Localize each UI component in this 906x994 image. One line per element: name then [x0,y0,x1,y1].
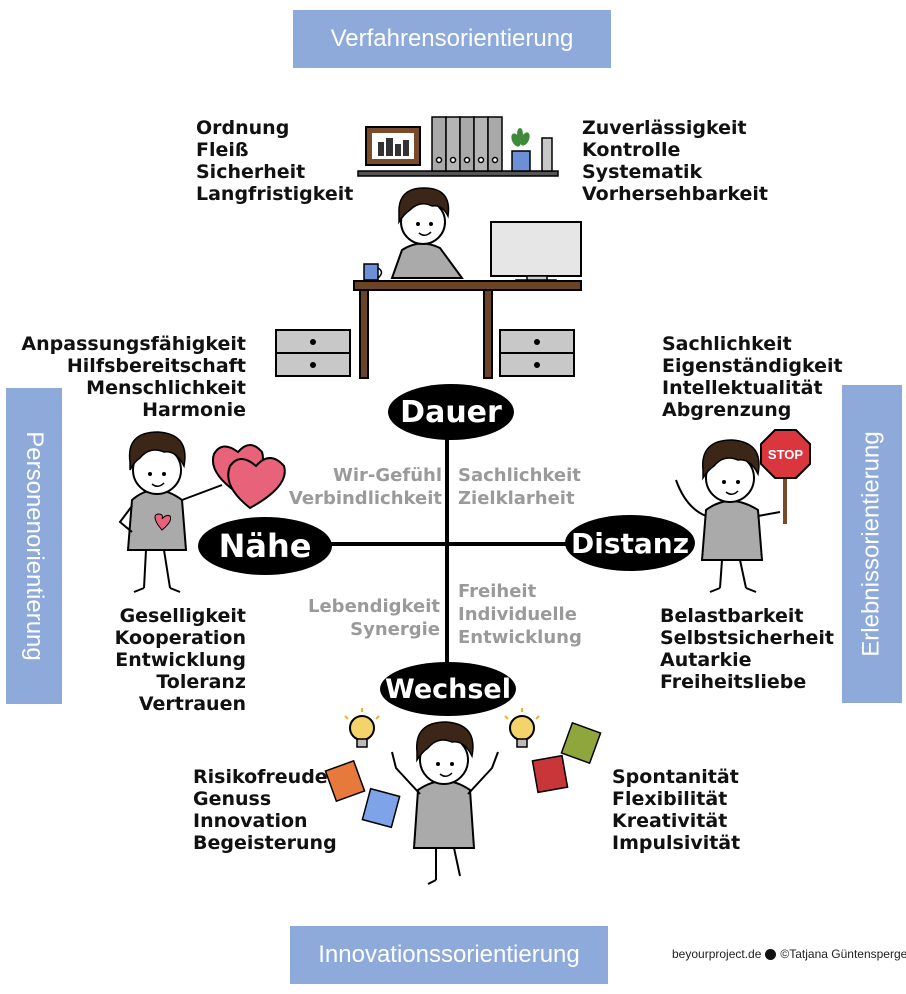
oval-distanz: Distanz [565,515,695,571]
list-item: Langfristigkeit [196,183,354,205]
list-item: Vorhersehbarkeit [582,183,768,205]
list-item: Risikofreude [193,766,328,788]
list-item: Kooperation [114,627,246,649]
quadrant-top-left: Wir-Gefühl Verbindlichkeit [260,464,442,510]
quadrant-bottom-left: Lebendigkeit Synergie [280,595,440,641]
list-item: Menschlichkeit [86,377,246,399]
quadrant-top-right: Sachlichkeit Zielklarheit [458,464,581,510]
list-item: Belastbarkeit [660,605,804,627]
list-item: Autarkie [660,649,752,671]
quadrant-item: Lebendigkeit [308,596,440,617]
credit-line: beyourproject.de ©Tatjana Güntensperger [672,947,906,961]
drawer-left-icon [275,329,351,377]
monitor-icon [490,221,582,285]
list-item: Sicherheit [196,161,306,183]
quadrant-bottom-right: Freiheit Individuelle Entwicklung [458,580,582,649]
list-item: Anpassungsfähigkeit [21,333,246,355]
list-mid-right-upper: Sachlichkeit Eigenständigkeit Intellektu… [662,333,843,421]
list-item: Geselligkeit [119,605,246,627]
oval-dauer: Dauer [388,384,514,440]
list-top-left: Ordnung Fleiß Sicherheit Langfristigkeit [196,117,353,205]
list-mid-right-lower: Belastbarkeit Selbstsicherheit Autarkie … [660,605,834,693]
lightbulb-right-icon [504,708,540,748]
picture-frame-icon [365,126,421,166]
banner-top-label: Verfahrensorientierung [330,25,574,52]
stop-sign-icon: STOP [760,429,811,479]
credit-author: ©Tatjana Güntensperger [780,947,906,961]
juggling-person-icon [391,721,499,885]
list-item: Begeisterung [193,832,337,854]
list-item: Harmonie [142,399,246,421]
office-person-icon [390,187,464,279]
hearts-icon [212,444,286,510]
list-item: Zuverlässigkeit [582,117,747,139]
lightbulb-left-icon [344,708,380,748]
list-item: Genuss [193,788,272,810]
list-item: Kontrolle [582,139,681,161]
quadrant-item: Freiheit [458,581,537,602]
banner-verfahrensorientierung: Verfahrensorientierung [293,10,611,68]
list-item: Vertrauen [138,693,246,715]
axis-horizontal [330,542,570,546]
banner-personenorientierung: Personenorientierung [6,388,62,704]
list-item: Kreativität [612,810,728,832]
list-mid-left-lower: Geselligkeit Kooperation Entwicklung Tol… [40,605,246,715]
quadrant-item: Wir-Gefühl [333,465,442,486]
credit-site: beyourproject.de [672,947,762,961]
list-item: Hilfsbereitschaft [66,355,246,377]
banner-erlebnisorientierung: Erlebnissorientierung [842,385,902,703]
list-item: Intellektualität [662,377,823,399]
banner-innovationsorientierung: Innovationssorientierung [290,926,608,984]
list-item: Flexibilität [612,788,728,810]
list-item: Innovation [193,810,308,832]
list-bottom-left: Risikofreude Genuss Innovation Begeister… [193,766,337,854]
list-item: Spontanität [612,766,739,788]
heart-person-icon [118,431,223,593]
oval-naehe: Nähe [198,517,332,575]
banner-right-label: Erlebnissorientierung [858,431,885,657]
plant-icon [511,128,531,172]
quadrant-item: Sachlichkeit [458,465,581,486]
quadrant-item: Synergie [350,619,440,640]
stop-sign-label: STOP [768,447,803,462]
lightbulb-logo-icon [765,948,777,960]
list-item: Selbstsicherheit [660,627,834,649]
list-item: Abgrenzung [662,399,792,421]
list-item: Systematik [582,161,703,183]
list-item: Sachlichkeit [662,333,792,355]
quadrant-item: Verbindlichkeit [288,488,442,509]
list-mid-left-upper: Anpassungsfähigkeit Hilfsbereitschaft Me… [20,333,246,421]
list-item: Freiheitsliebe [660,671,807,693]
list-item: Impulsivität [612,832,741,854]
list-bottom-right: Spontanität Flexibilität Kreativität Imp… [612,766,740,854]
papers-icon [324,721,602,829]
list-top-right: Zuverlässigkeit Kontrolle Systematik Vor… [582,117,768,205]
list-item: Entwicklung [115,649,246,671]
quadrant-item: Zielklarheit [458,488,575,509]
office-scene [275,116,582,379]
binders-icon [431,116,503,172]
oval-wechsel: Wechsel [380,662,516,716]
list-item: Fleiß [196,139,249,161]
list-item: Toleranz [156,671,246,693]
list-item: Ordnung [196,117,290,139]
banner-bottom-label: Innovationssorientierung [318,941,580,968]
quadrant-item: Entwicklung [458,627,582,648]
quadrant-item: Individuelle [458,604,577,625]
list-item: Eigenständigkeit [662,355,843,377]
stop-person-icon [675,439,787,593]
drawer-right-icon [499,329,575,377]
axis-vertical [445,435,449,667]
desk-icon [353,280,582,379]
